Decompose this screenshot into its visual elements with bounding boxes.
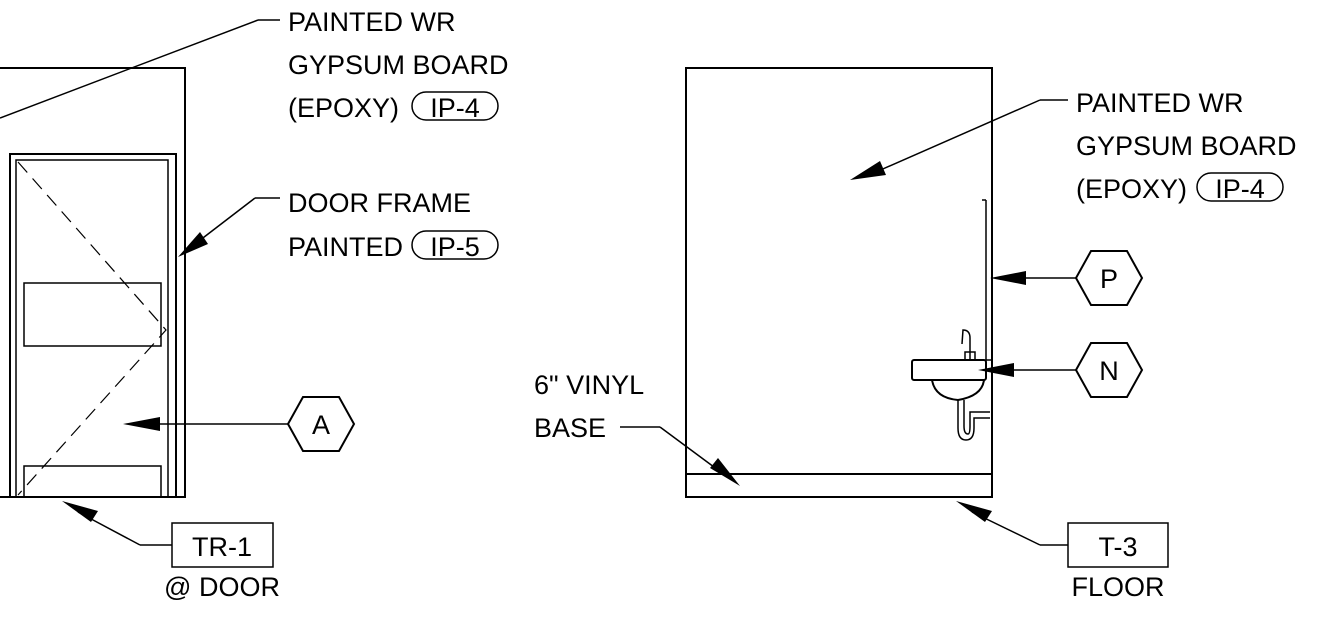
door-kick-plate [23,465,162,498]
floor-tag-label: TR-1 [192,532,252,562]
base-callout-line2: BASE [534,413,606,443]
r-wall-callout-line2: GYPSUM BOARD [1076,131,1297,161]
frame-finish-tag-frame [411,230,499,260]
tag-p-hexagon [1074,250,1144,306]
wall-finish-tag-frame [411,91,499,121]
door-tag-arrow [123,417,160,431]
floor-leader-arrow [62,501,98,522]
sink-rim [911,359,987,381]
door-frame-outer [9,153,177,497]
r-floor-tag-note: FLOOR [1071,572,1164,602]
wall-callout-line2: GYPSUM BOARD [288,50,509,80]
wall-leader-line [0,19,259,119]
wall-callout-line1: PAINTED WR [288,7,456,37]
sink-bowl [931,379,985,402]
right-wall-outline [685,67,993,498]
floor-tag-note: @ DOOR [164,572,280,602]
base-callout-line1: 6" VINYL [534,370,644,400]
sink-trap-inner [963,400,990,435]
tag-n-hexagon [1074,342,1144,398]
sink-faucet-base [964,351,976,361]
frame-callout-line2: PAINTED [288,232,403,262]
tag-n-arrow [978,363,1014,377]
sink-faucet [961,329,971,360]
wall-callout-line3: (EPOXY) [288,93,399,123]
door-tag-hexagon [286,396,356,452]
right-elevation: PAINTED WR GYPSUM BOARD (EPOXY) IP-4 P N… [534,67,1297,602]
r-floor-tag-box [1067,522,1169,568]
floor-leader-line [77,511,141,546]
base-leader-line [659,426,719,471]
r-wall-finish-tag: IP-4 [1215,174,1265,204]
frame-finish-tag: IP-5 [430,232,480,262]
left-elevation: PAINTED WR GYPSUM BOARD (EPOXY) IP-4 DOO… [0,7,509,602]
sink [911,329,990,441]
floor-tag-box [171,522,274,568]
frame-callout-line1: DOOR FRAME [288,188,471,218]
frame-leader-arrow [178,232,208,257]
r-wall-callout-line1: PAINTED WR [1076,88,1244,118]
r-wall-leader-line [875,99,1041,173]
tag-p-arrow [990,271,1026,285]
r-wall-callout-line3: (EPOXY) [1076,174,1187,204]
r-wall-finish-tag-frame [1196,172,1284,202]
door-frame-inner [15,159,169,497]
base-leader-arrow [710,458,740,486]
wall-finish-tag: IP-4 [430,93,480,123]
door-tag-label: A [312,410,330,440]
r-floor-leader-line [971,511,1041,546]
door-vision-panel [23,282,162,347]
tag-p-label: P [1100,264,1118,294]
r-wall-leader-arrow [850,161,886,180]
r-floor-tag-label: T-3 [1098,532,1137,562]
sink-trap [957,400,990,441]
tag-n-label: N [1099,356,1119,386]
door-swing-line [17,161,167,496]
